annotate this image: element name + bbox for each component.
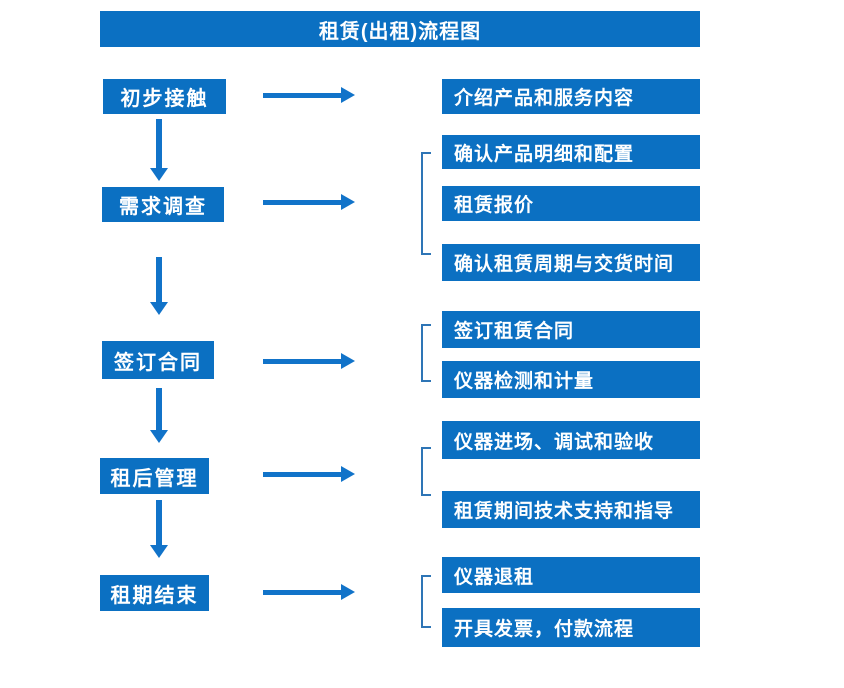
- arrow-head: [150, 545, 168, 558]
- detail-box-introduce-products: 介绍产品和服务内容: [442, 79, 700, 114]
- bracket-icon-group-4: [421, 447, 431, 496]
- step-label: 租期结束: [110, 584, 199, 607]
- down-arrow-icon-2: [150, 257, 168, 315]
- arrow-shaft: [156, 388, 162, 431]
- detail-label: 签订租赁合同: [454, 321, 575, 342]
- arrow-head: [341, 194, 355, 210]
- page-title: 租赁(出租)流程图: [318, 20, 482, 43]
- step-box-post-rental-management: 租后管理: [100, 458, 209, 494]
- arrow-shaft: [156, 257, 162, 303]
- right-arrow-icon-1: [263, 87, 355, 103]
- arrow-shaft: [263, 590, 342, 595]
- arrow-shaft: [263, 359, 342, 364]
- detail-box-instrument-setup-acceptance: 仪器进场、调试和验收: [442, 421, 700, 459]
- detail-label: 仪器退租: [454, 566, 535, 588]
- detail-box-instrument-return: 仪器退租: [442, 557, 700, 593]
- bracket-icon-group-5: [421, 575, 431, 628]
- detail-label: 确认产品明细和配置: [454, 143, 635, 165]
- detail-box-tech-support: 租赁期间技术支持和指导: [442, 491, 700, 528]
- title-bar: 租赁(出租)流程图: [100, 11, 700, 47]
- detail-label: 租赁期间技术支持和指导: [454, 501, 675, 522]
- detail-label: 确认租赁周期与交货时间: [454, 254, 675, 275]
- right-arrow-icon-3: [263, 353, 355, 369]
- detail-label: 仪器检测和计量: [454, 371, 595, 392]
- step-label: 需求调查: [119, 196, 207, 218]
- right-arrow-icon-2: [263, 194, 355, 210]
- detail-label: 介绍产品和服务内容: [454, 88, 635, 109]
- arrow-head: [150, 430, 168, 443]
- detail-box-instrument-testing: 仪器检测和计量: [442, 361, 700, 398]
- arrow-head: [341, 584, 355, 600]
- right-arrow-icon-5: [263, 584, 355, 600]
- detail-label: 租赁报价: [454, 195, 535, 216]
- bracket-icon-group-3: [421, 324, 431, 382]
- step-box-demand-survey: 需求调查: [102, 187, 224, 222]
- right-arrow-icon-4: [263, 466, 355, 482]
- arrow-head: [341, 87, 355, 103]
- arrow-head: [150, 168, 168, 181]
- arrow-shaft: [156, 119, 162, 169]
- down-arrow-icon-4: [150, 500, 168, 558]
- down-arrow-icon-1: [150, 119, 168, 181]
- arrow-shaft: [156, 500, 162, 546]
- step-label: 初步接触: [120, 88, 209, 110]
- arrow-shaft: [263, 93, 342, 98]
- step-label: 签订合同: [114, 351, 202, 374]
- detail-box-invoice-payment: 开具发票，付款流程: [442, 608, 700, 647]
- detail-label: 仪器进场、调试和验收: [454, 431, 655, 453]
- step-box-sign-contract: 签订合同: [102, 341, 214, 379]
- bracket-icon-group-2: [421, 152, 431, 255]
- detail-box-confirm-product-config: 确认产品明细和配置: [442, 135, 700, 169]
- detail-box-sign-rental-contract: 签订租赁合同: [442, 311, 700, 348]
- detail-box-rental-quote: 租赁报价: [442, 186, 700, 221]
- arrow-head: [341, 353, 355, 369]
- arrow-head: [150, 302, 168, 315]
- down-arrow-icon-3: [150, 388, 168, 443]
- detail-box-confirm-period-delivery: 确认租赁周期与交货时间: [442, 244, 700, 281]
- arrow-shaft: [263, 472, 342, 477]
- detail-label: 开具发票，付款流程: [454, 619, 635, 640]
- step-box-rental-end: 租期结束: [100, 575, 209, 611]
- arrow-head: [341, 466, 355, 482]
- step-box-initial-contact: 初步接触: [103, 79, 226, 114]
- step-label: 租后管理: [110, 467, 199, 490]
- arrow-shaft: [263, 200, 342, 205]
